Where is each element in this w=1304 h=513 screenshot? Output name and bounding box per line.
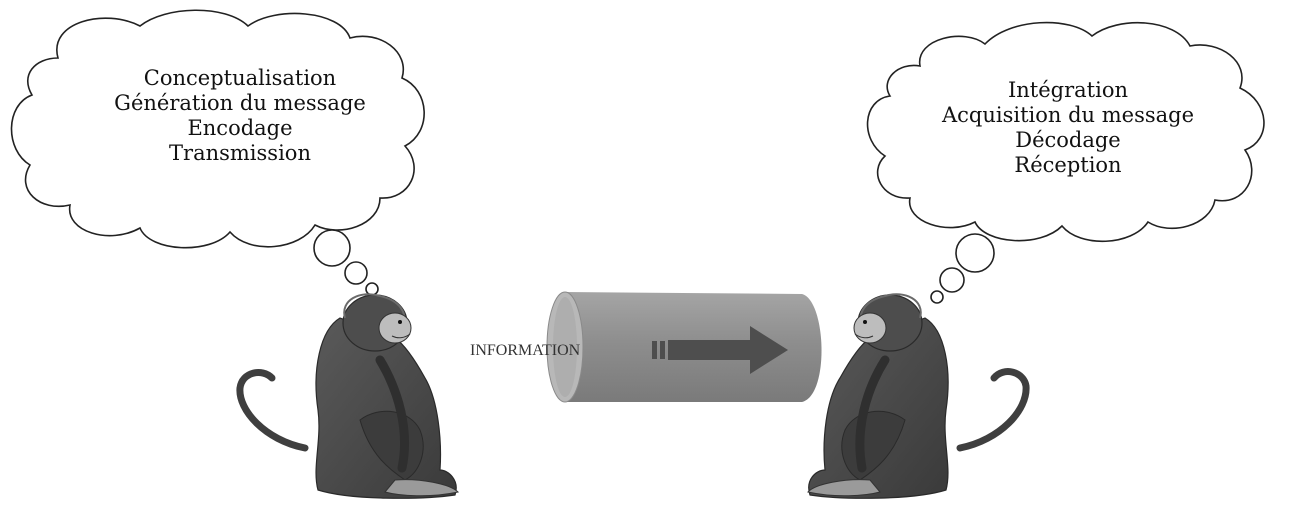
- right-thought-cloud: [866, 21, 1265, 243]
- receiver-step-integration: Intégration: [1007, 78, 1128, 102]
- receiver-thought-text: Intégration Acquisition du message Décod…: [918, 78, 1218, 178]
- left-thought-bubble-medium: [344, 261, 368, 285]
- sender-step-transmission: Transmission: [169, 141, 311, 165]
- channel-label: INFORMATION: [470, 342, 581, 359]
- sender-step-encodage: Encodage: [187, 116, 293, 140]
- sender-thought-text: Conceptualisation Génération du message …: [100, 66, 380, 166]
- sender-monkey-icon: [236, 293, 460, 499]
- left-thought-bubble-large: [313, 229, 351, 267]
- receiver-step-decodage: Décodage: [1015, 128, 1121, 152]
- right-thought-bubble-small: [930, 290, 944, 304]
- receiver-monkey-icon: [807, 293, 1030, 499]
- left-thought-cloud: [10, 9, 425, 249]
- right-thought-bubble-medium: [939, 267, 965, 293]
- sender-step-conceptualisation: Conceptualisation: [143, 66, 337, 90]
- receiver-step-reception: Réception: [1014, 153, 1122, 177]
- arrow-icon: [652, 326, 788, 374]
- receiver-step-acquisition: Acquisition du message: [941, 103, 1195, 127]
- right-thought-bubble-large: [955, 233, 995, 273]
- sender-step-generation: Génération du message: [114, 91, 366, 115]
